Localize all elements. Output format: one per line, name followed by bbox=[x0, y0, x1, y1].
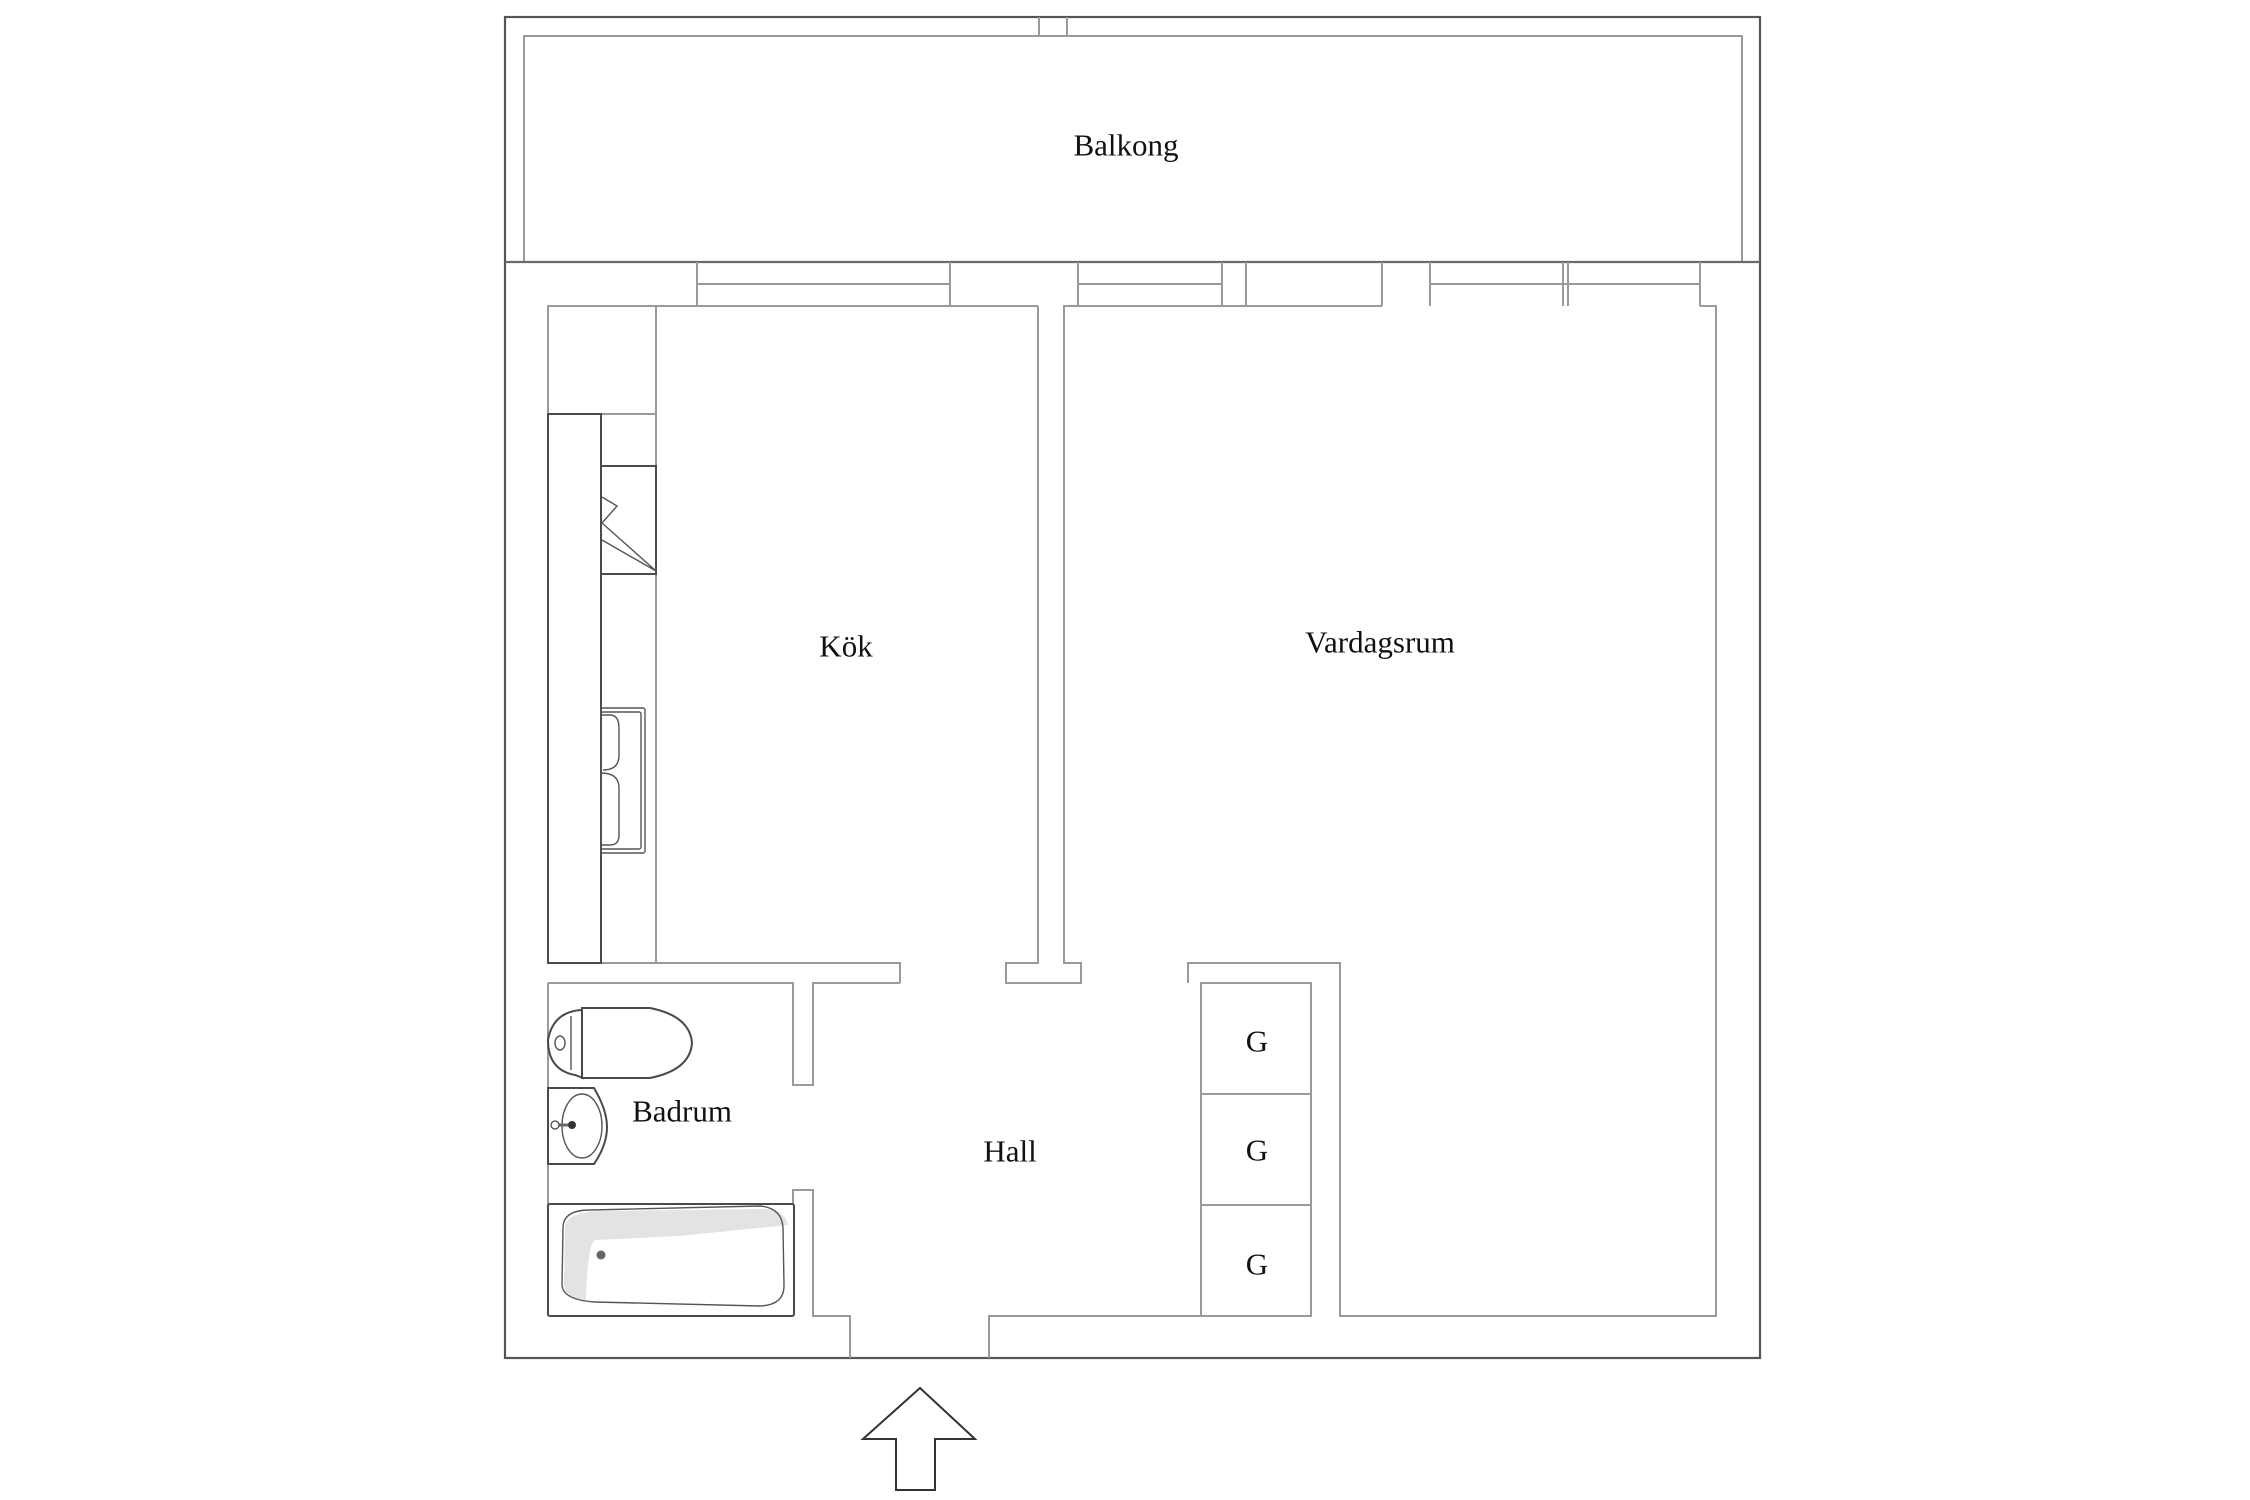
badrum-lower-wall bbox=[792, 1189, 851, 1358]
balcony-top-divider bbox=[1038, 17, 1068, 36]
room-label-hall: Hall bbox=[983, 1133, 1037, 1169]
room-label-vardagsrum: Vardagsrum bbox=[1305, 624, 1455, 660]
closet-label: G bbox=[1245, 1132, 1269, 1168]
toilet-icon bbox=[546, 1007, 694, 1080]
stove-icon bbox=[600, 465, 657, 575]
room-label-balkong: Balkong bbox=[1073, 127, 1179, 163]
room-label-badrum: Badrum bbox=[632, 1093, 732, 1129]
room-label-kok: Kök bbox=[819, 628, 873, 664]
entrance-arrow-icon bbox=[860, 1386, 978, 1491]
window-kok bbox=[696, 262, 951, 306]
window-vardagsrum bbox=[1381, 262, 1701, 306]
vardagsrum-top-right bbox=[1187, 305, 1717, 1317]
badrum-walls bbox=[548, 982, 900, 1086]
bathroom-sink-icon bbox=[547, 1087, 609, 1165]
bathtub-icon bbox=[547, 1203, 795, 1317]
kitchen-counter bbox=[547, 306, 657, 964]
window-balcony-door bbox=[1077, 262, 1247, 307]
closets bbox=[1200, 982, 1312, 1317]
entry-right-wall bbox=[988, 1315, 1201, 1358]
kitchen-sink-icon bbox=[600, 707, 646, 854]
outer-wall bbox=[503, 15, 1762, 1360]
closet-label: G bbox=[1245, 1246, 1269, 1282]
kok-right-wall bbox=[1005, 305, 1382, 984]
closet-label: G bbox=[1245, 1023, 1269, 1059]
balcony-rail bbox=[523, 35, 1743, 262]
